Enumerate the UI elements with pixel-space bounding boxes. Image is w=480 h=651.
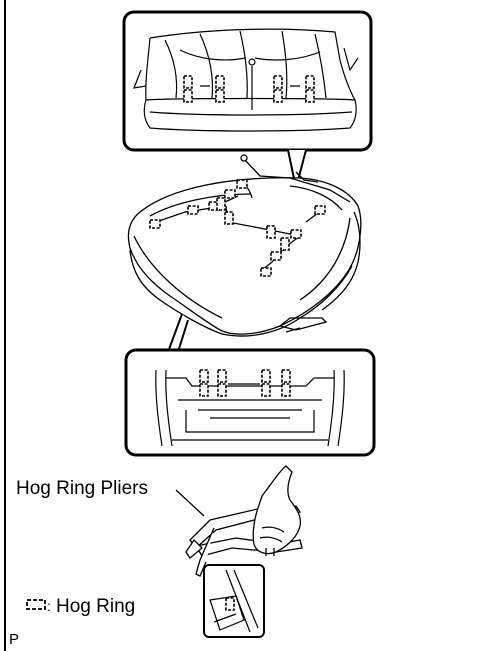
hog-ring-legend-label: Hog Ring xyxy=(56,596,136,617)
svg-text::: : xyxy=(47,598,51,614)
page-border-left xyxy=(4,0,6,651)
hog-ring-pliers-label: Hog Ring Pliers xyxy=(16,478,148,499)
bottom-callout-leader xyxy=(166,313,189,353)
page-code-label: P xyxy=(9,631,20,648)
top-callout-box xyxy=(122,10,373,152)
hog-ring-pliers xyxy=(175,465,303,577)
seat-cushion xyxy=(127,154,362,337)
detail-inset xyxy=(203,564,265,638)
bottom-callout-box xyxy=(124,348,376,457)
hog-ring-legend-symbol: : xyxy=(26,598,51,614)
